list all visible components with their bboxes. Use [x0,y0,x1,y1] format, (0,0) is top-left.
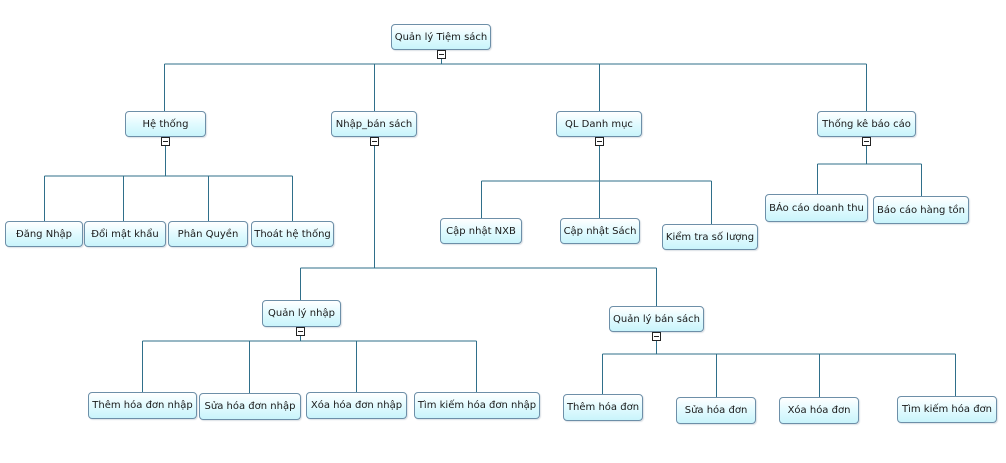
connector-quan-ly-nhap [142,336,477,393]
connector-root [164,58,867,111]
node-bao-cao-doanh-thu[interactable]: BÁo cáo doanh thu [765,194,868,222]
node-tim-kiem-hoa-don-nhap[interactable]: Tìm kiếm hóa đơn nhập [414,392,540,419]
connector-ql-danh-muc [481,146,712,224]
collapse-quan-ly-ban-toggle[interactable] [652,332,661,341]
collapse-ql-danh-muc-toggle[interactable] [595,137,604,146]
node-doi-mat-khau[interactable]: Đổi mật khẩu [84,221,166,247]
connector-thong-ke [817,146,922,196]
collapse-he-thong-toggle[interactable] [161,137,170,146]
node-phan-quyen[interactable]: Phân Quyền [168,221,248,247]
collapse-thong-ke-toggle[interactable] [862,137,871,146]
connector-quan-ly-ban [602,341,956,397]
node-quan-ly-nhap[interactable]: Quản lý nhập [262,300,341,327]
node-bao-cao-hang-ton[interactable]: Báo cáo hàng tồn [873,196,969,224]
node-them-hoa-don[interactable]: Thêm hóa đơn [563,394,643,421]
node-quan-ly-ban-sach[interactable]: Quản lý bán sách [609,306,704,332]
collapse-nhap-ban-sach-toggle[interactable] [370,137,379,146]
node-cap-nhat-nxb[interactable]: Cập nhật NXB [440,218,522,244]
node-thong-ke-bao-cao[interactable]: Thống kê báo cáo [817,111,916,137]
node-nhap-ban-sach[interactable]: Nhập_bán sách [331,111,417,137]
connector-nhap-ban-sach [300,146,657,306]
node-root[interactable]: Quản lý Tiệm sách [391,24,491,50]
node-sua-hoa-don[interactable]: Sửa hóa đơn [676,397,756,424]
connector-he-thong [44,146,293,221]
node-kiem-tra-so-luong[interactable]: Kiểm tra số lượng [662,224,758,250]
node-ql-danh-muc[interactable]: QL Danh mục [556,111,642,137]
node-dang-nhap[interactable]: Đăng Nhập [5,221,83,247]
node-he-thong[interactable]: Hệ thống [125,111,206,137]
node-thoat-he-thong[interactable]: Thoát hệ thống [251,221,334,247]
node-them-hoa-don-nhap[interactable]: Thêm hóa đơn nhập [88,392,197,419]
node-xoa-hoa-don-nhap[interactable]: Xóa hóa đơn nhập [306,392,407,419]
collapse-root-toggle[interactable] [437,50,446,59]
node-xoa-hoa-don[interactable]: Xóa hóa đơn [779,397,859,424]
node-tim-kiem-hoa-don[interactable]: Tìm kiếm hóa đơn [897,396,997,423]
node-cap-nhat-sach[interactable]: Cập nhật Sách [560,218,640,244]
node-sua-hoa-don-nhap[interactable]: Sửa hóa đơn nhập [199,393,301,420]
collapse-quan-ly-nhap-toggle[interactable] [296,327,305,336]
